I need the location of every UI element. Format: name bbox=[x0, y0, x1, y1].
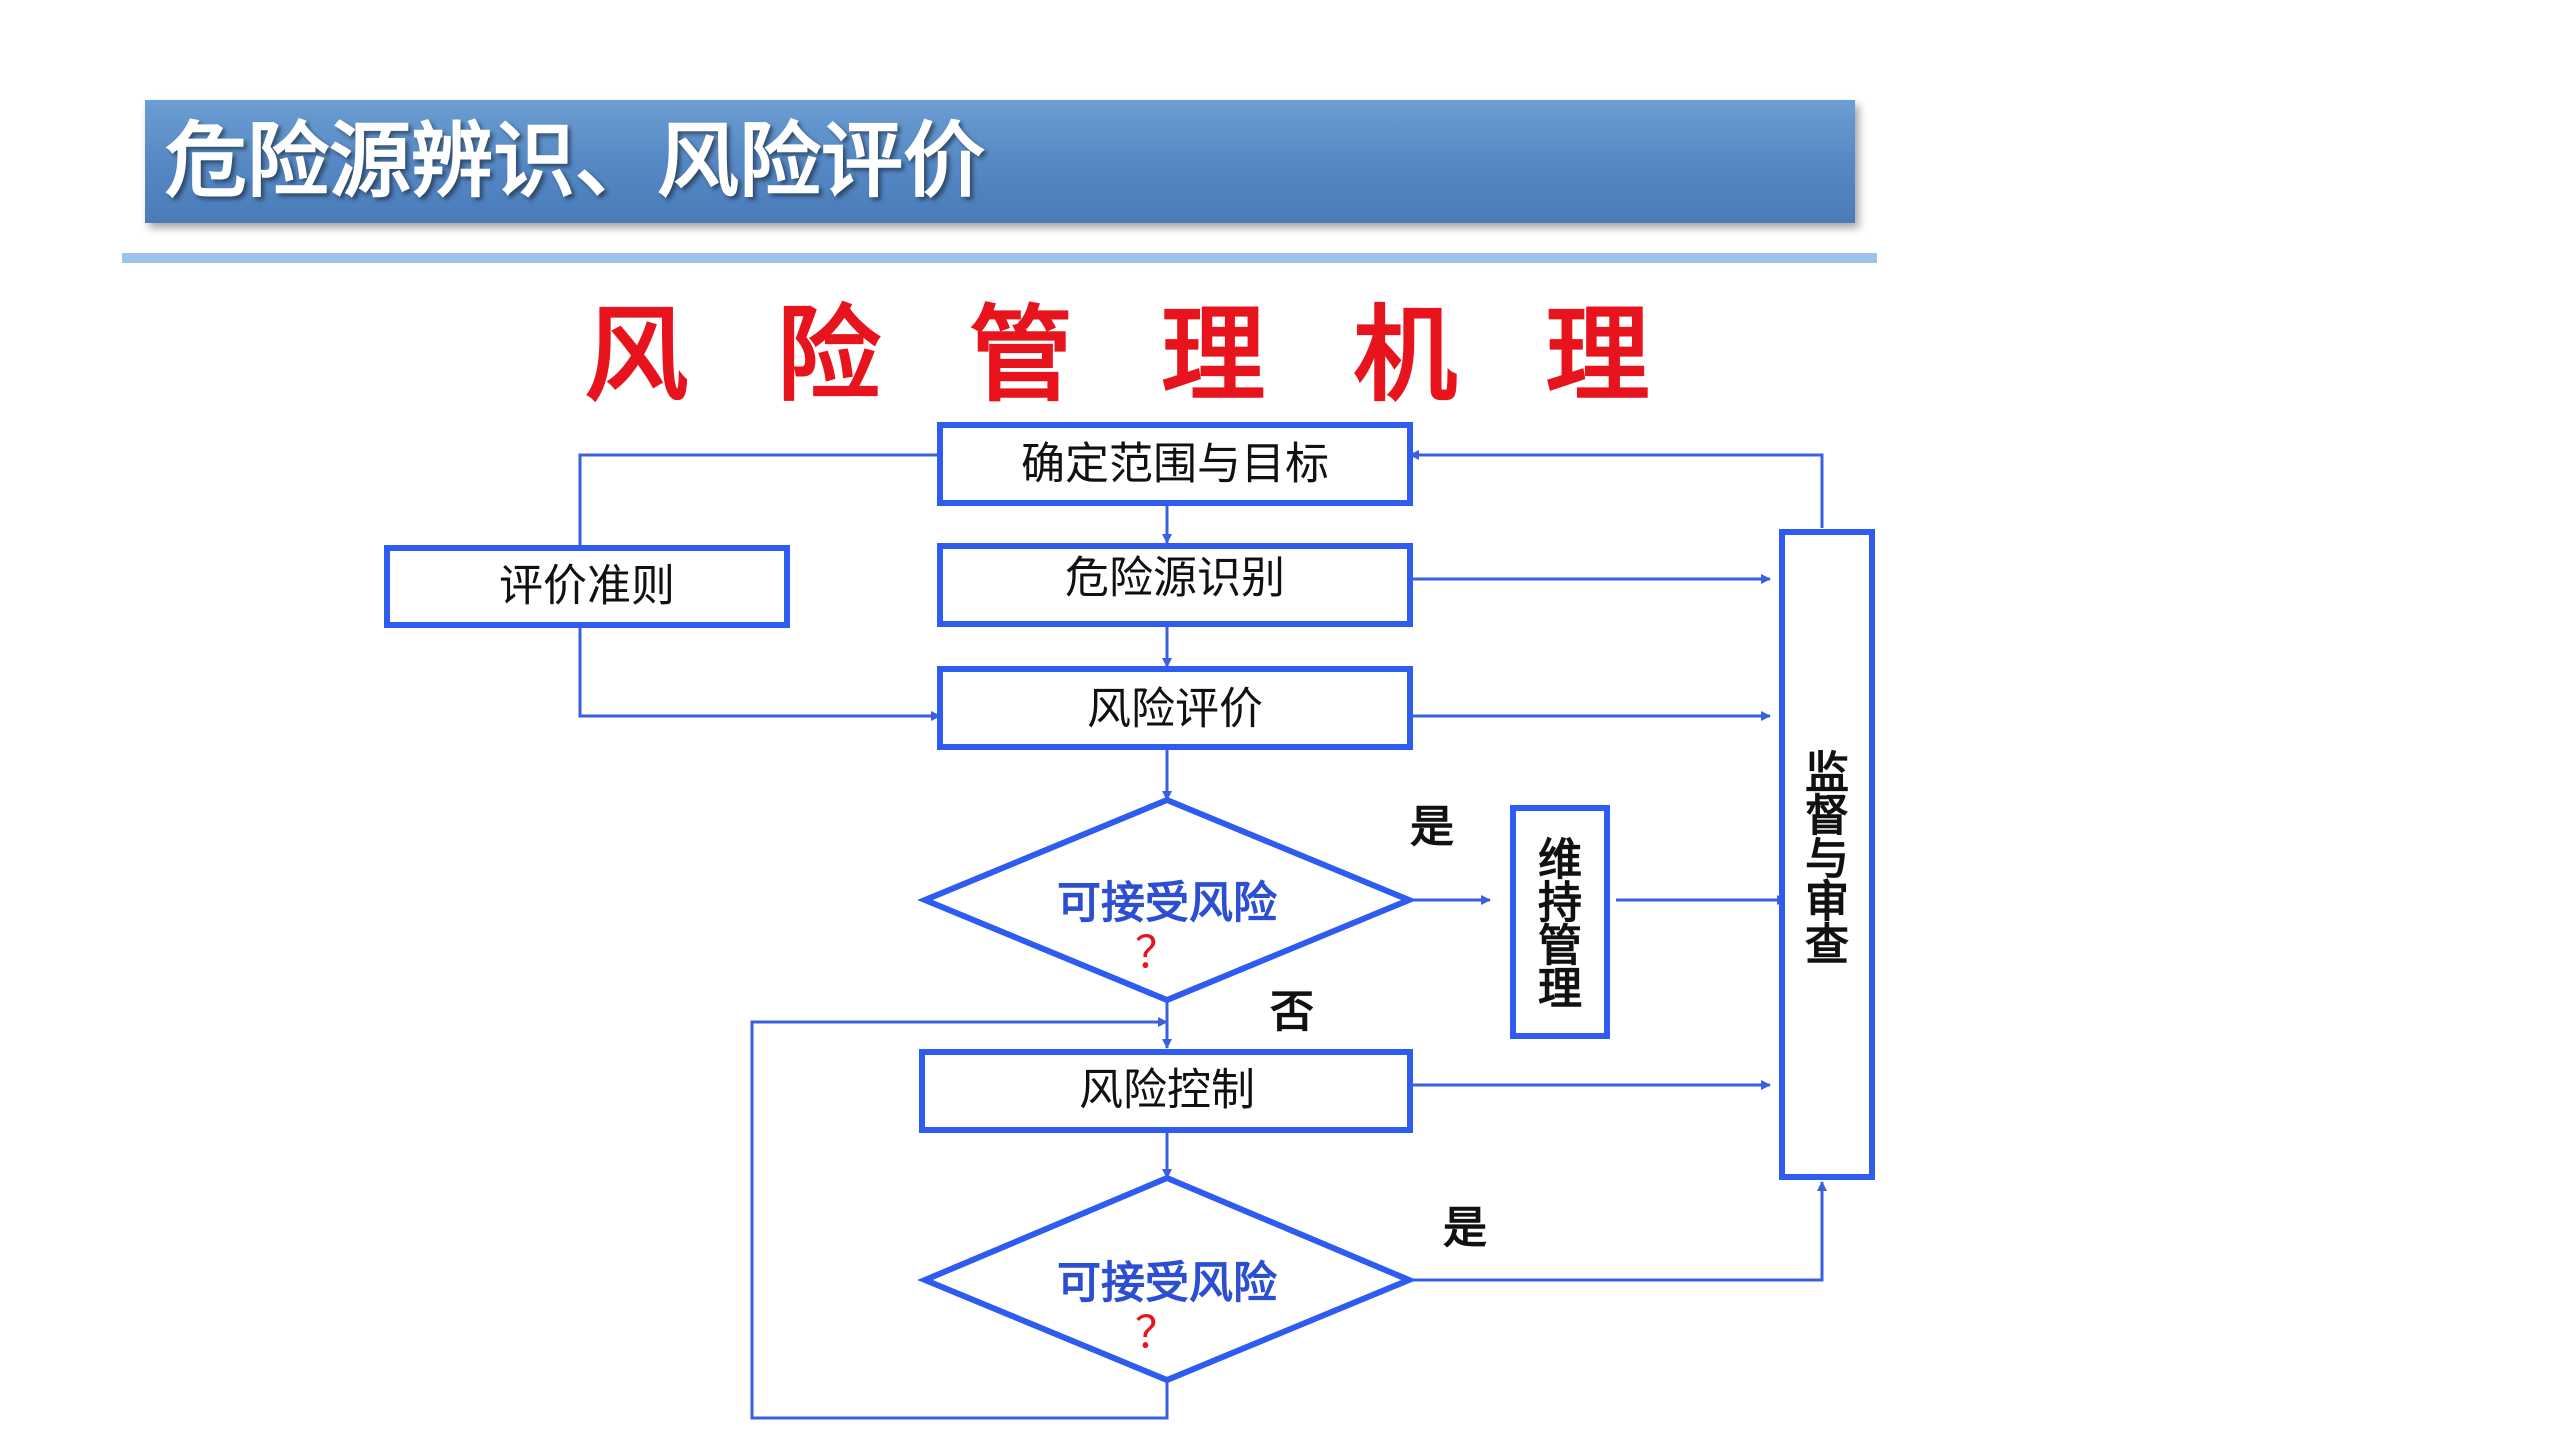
connector-decision2-yes bbox=[1409, 1181, 1827, 1282]
decision1-yes-label: 是 bbox=[1410, 802, 1454, 853]
connector-decision2-loop bbox=[750, 1017, 1169, 1420]
risk-eval-box bbox=[937, 666, 1413, 750]
decision-acceptable-2 bbox=[917, 1174, 1417, 1384]
risk-control-label: 风险控制 bbox=[1079, 1065, 1255, 1116]
risk-eval-label: 风险评价 bbox=[1087, 684, 1263, 735]
monitor-char-5: 查 bbox=[1805, 920, 1849, 971]
decision1-label: 可接受风险 bbox=[1057, 878, 1278, 929]
hazard-id-label: 危险源识别 bbox=[1065, 553, 1285, 604]
hazard-id-box bbox=[937, 543, 1413, 627]
decision-acceptable-1 bbox=[917, 796, 1417, 1004]
connector-criteria-to-riskeval bbox=[578, 623, 941, 721]
scope-box bbox=[937, 422, 1413, 506]
monitor-char-3: 与 bbox=[1805, 834, 1849, 885]
risk-control-box bbox=[919, 1049, 1413, 1133]
scope-label: 确定范围与目标 bbox=[1021, 439, 1329, 490]
connector-criteria-to-scope bbox=[578, 453, 940, 550]
criteria-label: 评价准则 bbox=[499, 561, 675, 612]
diagram-title: 风 险 管 理 机 理 bbox=[584, 294, 1676, 416]
slide-title: 危险源辨识、风险评价 bbox=[165, 114, 986, 209]
maintain-char-2: 持 bbox=[1538, 878, 1582, 929]
criteria-box bbox=[384, 545, 790, 628]
monitor-char-4: 审 bbox=[1805, 877, 1849, 928]
maintain-char-1: 维 bbox=[1538, 835, 1582, 886]
monitor-char-2: 督 bbox=[1805, 791, 1849, 842]
maintain-char-3: 管 bbox=[1538, 921, 1582, 972]
header-divider bbox=[122, 253, 1877, 263]
decision2-label: 可接受风险 bbox=[1057, 1258, 1278, 1309]
maintain-box bbox=[1510, 805, 1610, 1039]
header-banner: 危险源辨识、风险评价 bbox=[145, 100, 1855, 223]
decision2-question-mark: ？ bbox=[1135, 1308, 1179, 1359]
decision2-yes-label: 是 bbox=[1443, 1203, 1487, 1254]
monitor-review-box bbox=[1779, 529, 1875, 1180]
monitor-char-1: 监 bbox=[1805, 748, 1849, 799]
connector-monitor-to-scope bbox=[1409, 450, 1824, 528]
maintain-char-4: 理 bbox=[1538, 964, 1582, 1015]
decision1-no-label: 否 bbox=[1270, 987, 1314, 1038]
decision1-question-mark: ？ bbox=[1135, 928, 1179, 979]
